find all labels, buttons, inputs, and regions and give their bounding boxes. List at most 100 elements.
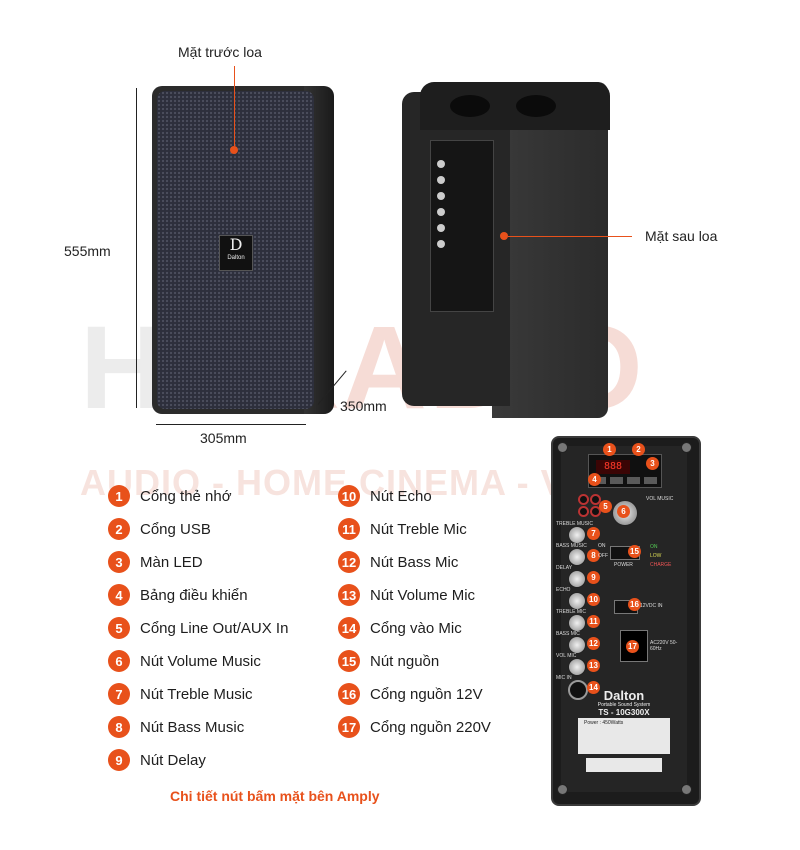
line-out-jack[interactable]: [578, 494, 589, 505]
caption: Chi tiết nút bấm mặt bên Amply: [170, 788, 380, 804]
amp-badge: 1: [603, 443, 616, 456]
front-callout-label: Mặt trước loa: [178, 44, 262, 60]
legend-item: 1 Cổng thẻ nhớ: [108, 484, 288, 508]
legend-item: 12 Nút Bass Mic: [338, 550, 491, 574]
legend-badge: 6: [108, 650, 130, 672]
aux-in-jack[interactable]: [578, 506, 589, 517]
legend-text: Nút Volume Mic: [370, 586, 476, 604]
legend-badge: 11: [338, 518, 360, 540]
delay-knob[interactable]: [568, 570, 586, 588]
legend-badge: 12: [338, 551, 360, 573]
legend-text: Cổng vào Mic: [370, 619, 462, 637]
legend-badge: 8: [108, 716, 130, 738]
legend-item: 4 Bảng điều khiển: [108, 583, 288, 607]
dalton-logo-word: Dalton: [227, 255, 245, 261]
rear-knob: [437, 208, 445, 216]
legend-item: 9 Nút Delay: [108, 748, 288, 772]
power-off-label: OFF: [598, 553, 608, 559]
treble-mic-knob[interactable]: [568, 614, 586, 632]
amp-badge: 7: [587, 527, 600, 540]
legend-badge: 1: [108, 485, 130, 507]
led-low-label: LOW: [650, 553, 662, 559]
line-out-jack[interactable]: [590, 494, 601, 505]
amp-subtitle: Portable Sound System: [597, 702, 651, 708]
amp-badge: 12: [587, 637, 600, 650]
rear-handle-hole-right: [516, 95, 556, 117]
echo-knob[interactable]: [568, 592, 586, 610]
amp-brand: Dalton: [603, 688, 645, 703]
knob-label: ECHO: [556, 587, 571, 593]
amp-badge: 16: [628, 598, 641, 611]
rear-callout-dot: [500, 232, 508, 240]
legend-text: Nút Echo: [370, 487, 432, 505]
rear-knob: [437, 224, 445, 232]
bass-mic-knob[interactable]: [568, 636, 586, 654]
width-dimension-label: 305mm: [200, 430, 247, 446]
amp-badge: 9: [587, 571, 600, 584]
amp-badge: 14: [587, 681, 600, 694]
legend-badge: 17: [338, 716, 360, 738]
amp-badge: 17: [626, 640, 639, 653]
rear-knob: [437, 192, 445, 200]
amp-control-key[interactable]: [627, 477, 640, 484]
legend-right-column: 10 Nút Echo 11 Nút Treble Mic 12 Nút Bass M…: [338, 484, 491, 739]
rear-speaker-side: [492, 82, 608, 418]
legend-text: Cổng nguồn 220V: [370, 718, 491, 736]
amp-control-key[interactable]: [610, 477, 623, 484]
amp-badge: 2: [632, 443, 645, 456]
amp-led-display: 888: [596, 460, 630, 474]
amp-model: TS - 10G300X: [598, 708, 650, 717]
vol-music-label: VOL MUSIC: [646, 496, 674, 502]
volume-mic-knob[interactable]: [568, 658, 586, 676]
knob-label: VOL MIC: [556, 653, 577, 659]
amp-spec-sticker: [578, 718, 670, 754]
screw-icon: [557, 442, 568, 453]
rear-handle-hole-left: [450, 95, 490, 117]
legend-item: 10 Nút Echo: [338, 484, 491, 508]
power-label: POWER: [614, 562, 633, 568]
legend-text: Cổng USB: [140, 520, 211, 538]
treble-music-knob[interactable]: [568, 526, 586, 544]
bass-music-knob[interactable]: [568, 548, 586, 566]
height-dimension-label: 555mm: [64, 243, 111, 259]
legend-text: Nút Bass Mic: [370, 553, 459, 571]
legend-badge: 10: [338, 485, 360, 507]
amp-badge: 4: [588, 473, 601, 486]
amp-badge: 5: [599, 500, 612, 513]
legend-text: Nút Delay: [140, 751, 206, 769]
amp-badge: 10: [587, 593, 600, 606]
legend-text: Màn LED: [140, 553, 203, 571]
amp-badge: 13: [587, 659, 600, 672]
legend-text: Nút nguồn: [370, 652, 440, 670]
legend-text: Cổng nguồn 12V: [370, 685, 483, 703]
legend-item: 17 Cổng nguồn 220V: [338, 715, 491, 739]
legend-item: 13 Nút Volume Mic: [338, 583, 491, 607]
legend-badge: 3: [108, 551, 130, 573]
legend-badge: 5: [108, 617, 130, 639]
legend-text: Nút Treble Mic: [370, 520, 467, 538]
amp-badge: 3: [646, 457, 659, 470]
legend-text: Nút Bass Music: [140, 718, 245, 736]
aux-in-jack[interactable]: [590, 506, 601, 517]
legend-text: Bảng điều khiển: [140, 586, 248, 604]
knob-label: DELAY: [556, 565, 573, 571]
legend-badge: 4: [108, 584, 130, 606]
rear-knob: [437, 160, 445, 168]
legend-badge: 13: [338, 584, 360, 606]
front-callout-line: [234, 66, 235, 146]
front-callout-dot: [230, 146, 238, 154]
knob-label: BASS MUSIC: [556, 543, 587, 549]
amp-badge: 11: [587, 615, 600, 628]
screw-icon: [557, 784, 568, 795]
amp-control-key[interactable]: [644, 477, 657, 484]
amp-power-rating: Power : 450Watts: [584, 720, 624, 726]
rear-knob: [437, 176, 445, 184]
legend-text: Cổng thẻ nhớ: [140, 487, 232, 505]
rear-callout-label: Mặt sau loa: [645, 228, 718, 244]
legend-badge: 7: [108, 683, 130, 705]
legend-badge: 9: [108, 749, 130, 771]
